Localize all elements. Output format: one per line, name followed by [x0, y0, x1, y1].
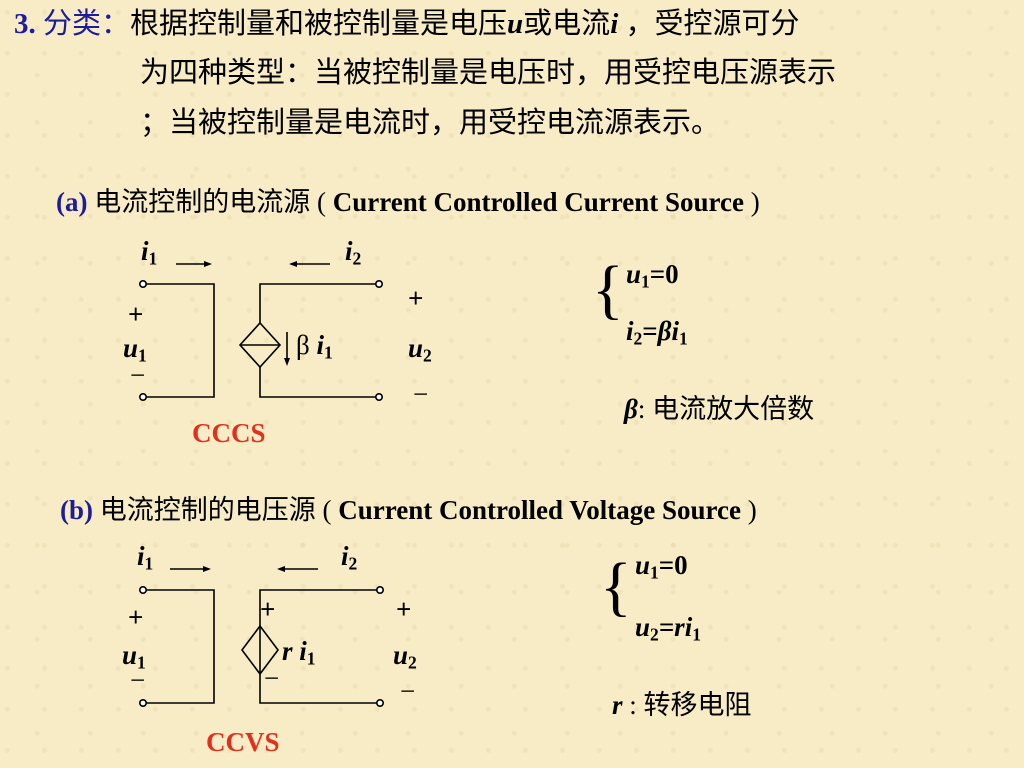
cccs-i1-label: i1 [141, 236, 158, 269]
section-a-title: (a) 电流控制的电流源 ( Current Controlled Curren… [56, 180, 760, 219]
ccvs-u1-plus: + [128, 602, 144, 632]
cccs-source-label: β i1 [296, 330, 333, 363]
cccs-beta-desc: β: 电流放大倍数 [624, 394, 815, 424]
cccs-name: CCCS [192, 418, 266, 448]
cccs-u2-minus: − [413, 379, 429, 409]
section-a-tag: (a) [56, 187, 88, 217]
ccvs-u1-minus: − [130, 665, 146, 695]
ccvs-u1-label: u1 [122, 640, 146, 673]
ccvs-u2-minus: − [400, 676, 416, 706]
section-term: 分类： [43, 8, 131, 40]
section-b-title: (b) 电流控制的电压源 ( Current Controlled Voltag… [60, 488, 757, 527]
ccvs-port2-top-node [375, 585, 384, 594]
cccs-brace: { [592, 253, 624, 326]
intro-i: i [610, 8, 619, 40]
section-b-title-en: Current Controlled Voltage Source [338, 495, 741, 525]
cccs-circuit [139, 261, 383, 401]
ccvs-brace: { [600, 550, 632, 623]
cccs-i2-label: i2 [345, 236, 362, 269]
section-number: 3. [14, 8, 36, 40]
cccs-output-wire-bottom [259, 367, 376, 398]
section-b-title-end: ) [741, 495, 757, 525]
ccvs-port1-bottom-node [139, 698, 148, 707]
cccs-port1-top-node [139, 279, 148, 288]
intro-u: u [507, 8, 524, 40]
intro-line-3: ；当被控制量是电流时，用受控电流源表示。 [140, 107, 721, 139]
cccs-input-wire [146, 283, 215, 398]
cccs-output-wire-top [259, 283, 376, 323]
ccvs-name: CCVS [206, 727, 280, 757]
cccs-eq2: i2=βi1 [626, 316, 688, 349]
ccvs-r-desc: r : 转移电阻 [612, 690, 752, 720]
ccvs-i1-label: i1 [137, 541, 154, 574]
cccs-eq1: u1=0 [626, 259, 679, 292]
cccs-port2-bottom-node [374, 392, 383, 401]
ccvs-input-wire [146, 589, 215, 704]
ccvs-src-plus: + [260, 594, 276, 624]
ccvs-u2-plus: + [396, 594, 412, 624]
intro-text-a: 根据控制量和被控制量是电压 [130, 8, 508, 40]
intro-text-b: 或电流 [523, 8, 611, 40]
ccvs-circuit [139, 566, 384, 707]
section-a-title-end: ) [743, 187, 760, 217]
cccs-port2-top-node [374, 279, 383, 288]
ccvs-source-label: r i1 [282, 636, 316, 669]
cccs-port1-bottom-node [139, 392, 148, 401]
intro-line-2: 为四种类型：当被控制量是电压时，用受控电压源表示 [140, 57, 837, 89]
ccvs-src-minus: − [264, 663, 280, 693]
cccs-u1-plus: + [128, 299, 144, 329]
section-a-title-en: Current Controlled Current Source [332, 187, 744, 217]
ccvs-port1-top-node [139, 585, 148, 594]
section-b-tag: (b) [60, 495, 93, 525]
ccvs-eq1: u1=0 [635, 550, 688, 583]
cccs-u2-plus: + [408, 283, 424, 313]
ccvs-u2-label: u2 [393, 640, 417, 673]
intro-text-c: ，受控源可分 [618, 8, 800, 40]
cccs-u1-label: u1 [123, 333, 147, 366]
section-a-title-cn: 电流控制的电流源 ( [87, 187, 333, 217]
ccvs-port2-bottom-node [375, 698, 384, 707]
ccvs-eq2: u2=ri1 [635, 612, 701, 645]
ccvs-output-wire-top [259, 589, 377, 626]
cccs-source-diamond [238, 321, 282, 369]
cccs-u1-minus: − [130, 360, 146, 390]
section-b-title-cn: 电流控制的电压源 ( [93, 495, 339, 525]
ccvs-i2-label: i2 [341, 541, 358, 574]
intro-line-1: 3. 分类：根据控制量和被控制量是电压u或电流i ，受控源可分 [14, 2, 800, 46]
ccvs-output-wire-bottom [259, 674, 377, 704]
cccs-u2-label: u2 [408, 333, 432, 366]
